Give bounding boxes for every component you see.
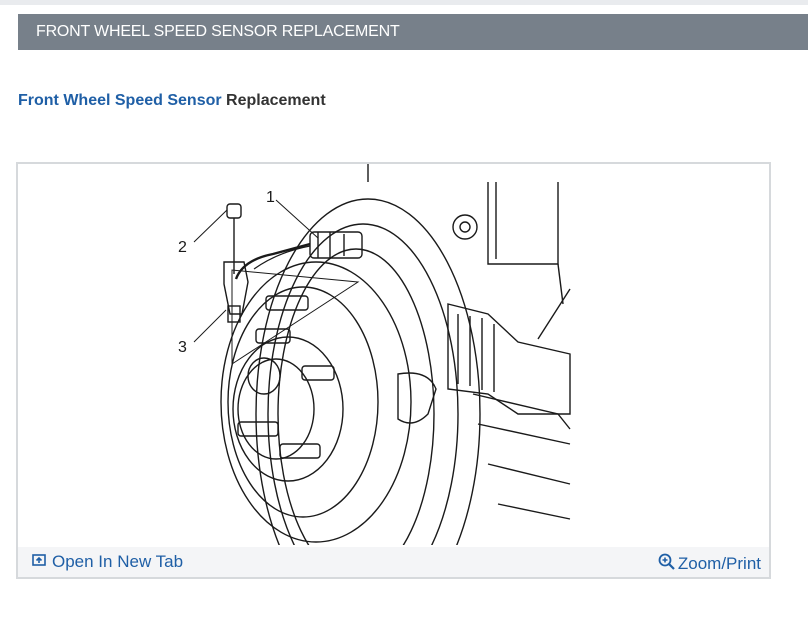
figure-footer: Open In New Tab Zoom/Print bbox=[18, 547, 769, 577]
figure-illustration[interactable]: 1 2 3 bbox=[18, 164, 769, 545]
open-new-tab-icon bbox=[32, 553, 46, 571]
callout-1: 1 bbox=[266, 189, 275, 206]
section-header: FRONT WHEEL SPEED SENSOR REPLACEMENT bbox=[18, 14, 808, 50]
zoom-in-icon bbox=[658, 553, 676, 575]
callout-3: 3 bbox=[178, 339, 187, 356]
figure-card: 1 2 3 Open In New Tab Zoom/Pri bbox=[16, 162, 771, 579]
page-title-rest: Replacement bbox=[226, 92, 326, 109]
page-title: Front Wheel Speed Sensor Replacement bbox=[18, 92, 326, 110]
zoom-print-label: Zoom/Print bbox=[677, 554, 761, 573]
callout-2: 2 bbox=[178, 239, 187, 256]
zoom-print-link[interactable]: Zoom/Print bbox=[658, 553, 761, 575]
top-divider bbox=[0, 0, 808, 5]
wheel-hub-diagram: 1 2 3 bbox=[178, 164, 571, 545]
open-in-new-tab-label: Open In New Tab bbox=[52, 552, 184, 571]
procedure-link[interactable]: Front Wheel Speed Sensor bbox=[18, 92, 222, 109]
section-header-title: FRONT WHEEL SPEED SENSOR REPLACEMENT bbox=[36, 23, 400, 40]
open-in-new-tab-link[interactable]: Open In New Tab bbox=[32, 553, 183, 571]
